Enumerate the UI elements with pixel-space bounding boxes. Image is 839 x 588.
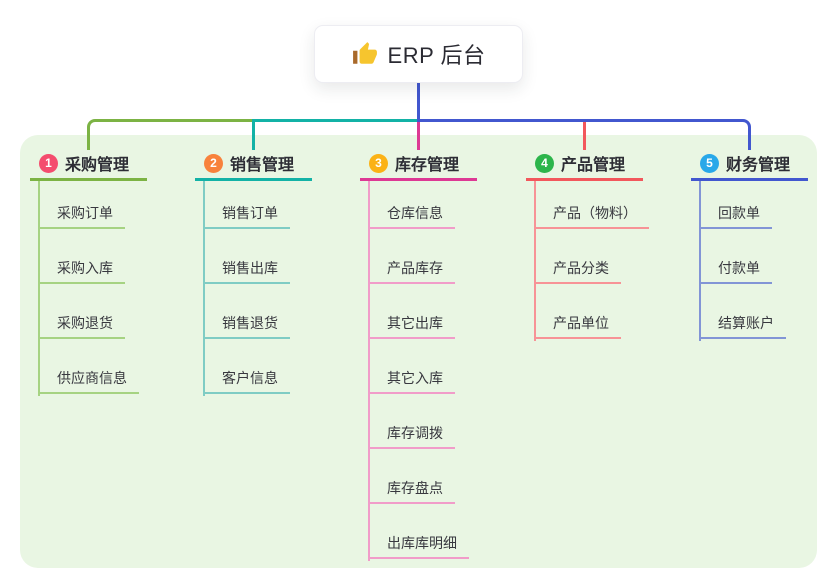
child-label: 供应商信息	[57, 370, 127, 386]
branch-children-spine	[203, 181, 205, 396]
branch-label: 销售管理	[230, 157, 295, 174]
child-node[interactable]: 采购入库	[38, 254, 125, 284]
child-label: 库存调拨	[387, 425, 443, 441]
child-label: 采购退货	[57, 315, 113, 331]
child-node[interactable]: 回款单	[699, 199, 772, 229]
branch-children-spine	[368, 181, 370, 561]
child-node[interactable]: 产品分类	[534, 254, 621, 284]
branch-label: 产品管理	[561, 157, 626, 174]
root-node[interactable]: ERP 后台	[314, 25, 523, 83]
branch-node-3[interactable]: 3 库存管理	[360, 148, 477, 181]
branch-label: 采购管理	[65, 157, 130, 174]
child-label: 回款单	[718, 205, 760, 221]
connector-bus-branch1-h	[109, 119, 252, 122]
child-node[interactable]: 客户信息	[203, 364, 290, 394]
branch-node-5[interactable]: 5 财务管理	[691, 148, 808, 181]
branch-children-spine	[534, 181, 536, 341]
child-label: 仓库信息	[387, 205, 443, 221]
child-label: 产品（物料）	[553, 205, 637, 221]
mindmap-board	[20, 135, 817, 568]
child-label: 采购订单	[57, 205, 113, 221]
branch-node-4[interactable]: 4 产品管理	[526, 148, 643, 181]
connector-drop-branch4	[583, 122, 586, 150]
child-node[interactable]: 供应商信息	[38, 364, 139, 394]
thumbs-up-icon	[352, 41, 378, 67]
branch-label: 财务管理	[726, 157, 791, 174]
branch-number-badge: 3	[369, 153, 388, 173]
child-node[interactable]: 销售退货	[203, 309, 290, 339]
child-node[interactable]: 其它入库	[368, 364, 455, 394]
child-node[interactable]: 产品单位	[534, 309, 621, 339]
connector-trunk	[417, 83, 420, 119]
child-node[interactable]: 采购订单	[38, 199, 125, 229]
child-label: 客户信息	[222, 370, 278, 386]
child-node[interactable]: 仓库信息	[368, 199, 455, 229]
child-node[interactable]: 结算账户	[699, 309, 786, 339]
child-node[interactable]: 产品（物料）	[534, 199, 649, 229]
branch-node-2[interactable]: 2 销售管理	[195, 148, 312, 181]
branch-number-badge: 1	[39, 153, 58, 173]
child-label: 结算账户	[718, 315, 774, 331]
connector-bus-branch2	[252, 119, 420, 122]
child-node[interactable]: 出库库明细	[368, 529, 469, 559]
branch-number-badge: 5	[700, 153, 719, 173]
child-node[interactable]: 销售订单	[203, 199, 290, 229]
child-node[interactable]: 采购退货	[38, 309, 125, 339]
branch-label: 库存管理	[395, 157, 460, 174]
branch-number-badge: 2	[204, 153, 223, 173]
child-label: 销售退货	[222, 315, 278, 331]
connector-bus-branch5-h	[417, 119, 728, 122]
child-label: 产品单位	[553, 315, 609, 331]
child-node[interactable]: 付款单	[699, 254, 772, 284]
child-label: 产品库存	[387, 260, 443, 276]
child-node[interactable]: 库存调拨	[368, 419, 455, 449]
child-label: 销售订单	[222, 205, 278, 221]
connector-drop-branch2	[252, 122, 255, 150]
branch-node-1[interactable]: 1 采购管理	[30, 148, 147, 181]
branch-children-spine	[699, 181, 701, 341]
branch-children-spine	[38, 181, 40, 396]
child-node[interactable]: 库存盘点	[368, 474, 455, 504]
root-title: ERP 后台	[387, 43, 486, 68]
child-label: 销售出库	[222, 260, 278, 276]
connector-bus-branch1	[87, 119, 111, 150]
branch-number-badge: 4	[535, 153, 554, 173]
child-label: 其它入库	[387, 370, 443, 386]
child-node[interactable]: 其它出库	[368, 309, 455, 339]
child-label: 其它出库	[387, 315, 443, 331]
child-label: 产品分类	[553, 260, 609, 276]
connector-bus-branch5	[727, 119, 751, 150]
child-label: 采购入库	[57, 260, 113, 276]
connector-drop-branch3	[417, 122, 420, 150]
child-node[interactable]: 销售出库	[203, 254, 290, 284]
child-label: 出库库明细	[387, 535, 457, 551]
child-label: 库存盘点	[387, 480, 443, 496]
child-node[interactable]: 产品库存	[368, 254, 455, 284]
child-label: 付款单	[718, 260, 760, 276]
